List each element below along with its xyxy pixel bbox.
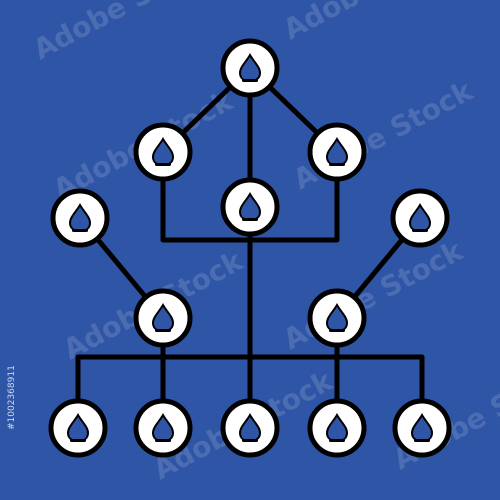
- water-drop-icon: [66, 412, 90, 443]
- water-drop-icon: [408, 202, 432, 233]
- water-drop-icon: [410, 412, 434, 443]
- water-drop-icon: [151, 302, 175, 333]
- node-leaf-1: [48, 398, 108, 458]
- node-leaf-3: [220, 398, 280, 458]
- stock-id: #1002368911: [7, 365, 17, 430]
- watermark-text: Adobe Stock: [278, 234, 469, 357]
- node-root: [220, 38, 280, 98]
- water-drop-icon: [325, 412, 349, 443]
- node-leaf-5: [392, 398, 452, 458]
- water-drop-icon: [238, 191, 262, 222]
- node-level2-right: [307, 288, 367, 348]
- connector-lines: [75, 65, 425, 431]
- water-drop-icon: [325, 136, 349, 167]
- watermark-text: Adobe Stock: [278, 0, 469, 46]
- water-drop-icon: [238, 412, 262, 443]
- node-leaf-4: [307, 398, 367, 458]
- water-drop-icon: [325, 302, 349, 333]
- node-layer: [48, 38, 452, 458]
- node-level1-center: [220, 177, 280, 237]
- water-drop-icon: [68, 202, 92, 233]
- node-level1-left: [133, 122, 193, 182]
- water-drop-icon: [151, 136, 175, 167]
- node-level1-right: [307, 122, 367, 182]
- water-drop-icon: [238, 52, 262, 83]
- node-level2-left: [133, 288, 193, 348]
- lower-bus-line: [75, 354, 425, 431]
- water-drop-icon: [151, 412, 175, 443]
- watermark-text: Adobe Stock: [28, 0, 219, 66]
- node-outer-right: [390, 188, 450, 248]
- node-outer-left: [50, 188, 110, 248]
- node-leaf-2: [133, 398, 193, 458]
